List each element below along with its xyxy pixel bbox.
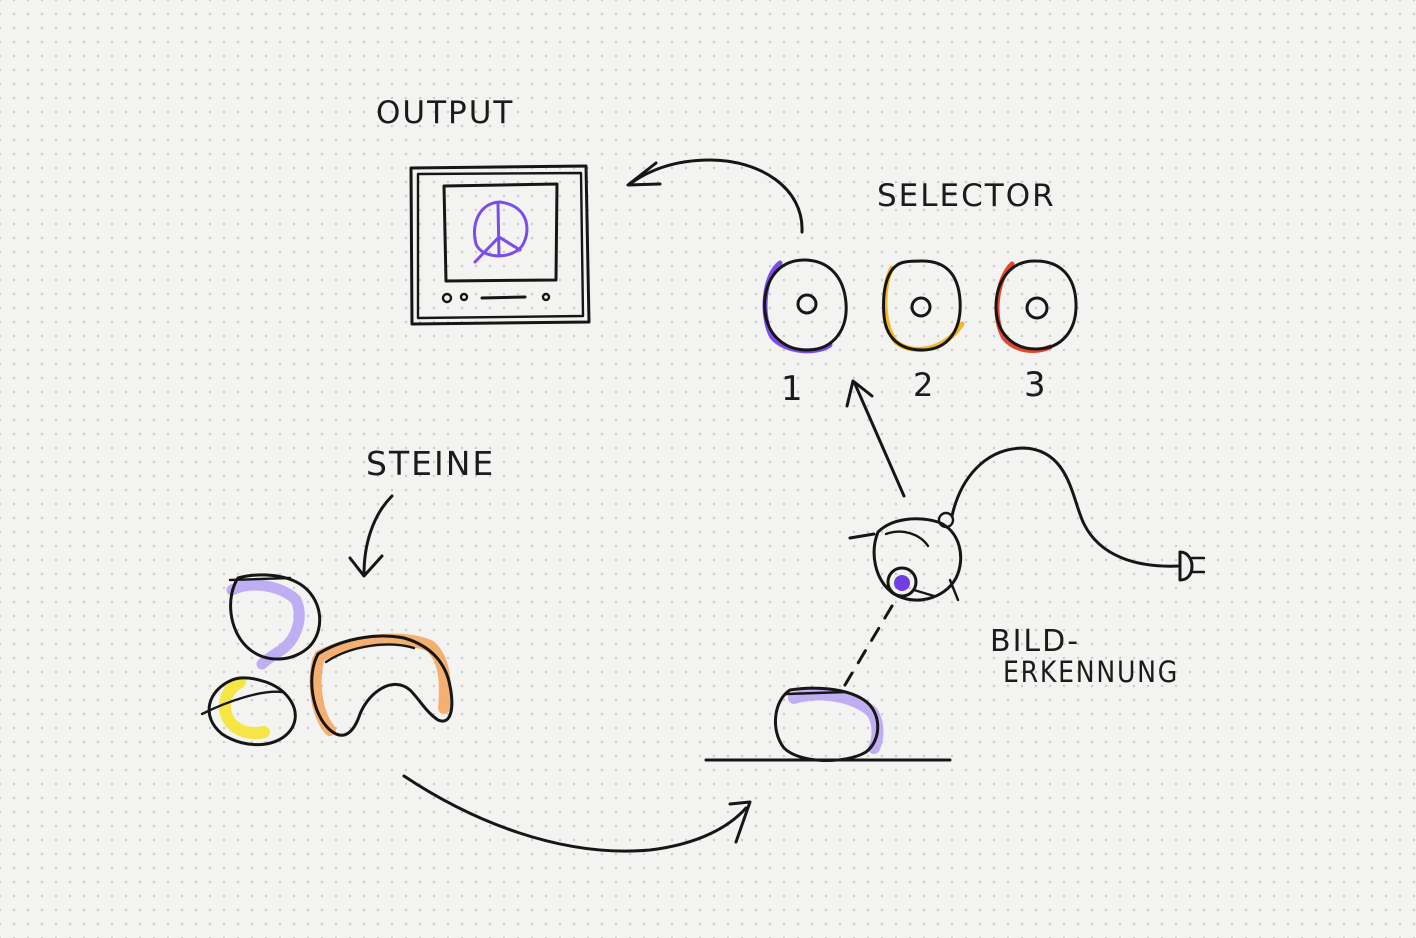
stone-purple bbox=[226, 573, 322, 670]
selector-button-3[interactable] bbox=[994, 259, 1078, 353]
selector-button-2-number: 2 bbox=[913, 366, 935, 404]
camera-cable bbox=[950, 446, 1182, 568]
arrow-stones-to-camera bbox=[402, 774, 752, 853]
power-plug-icon bbox=[1178, 550, 1206, 582]
tv-monitor-icon bbox=[409, 164, 591, 326]
arrow-camera-to-selector bbox=[845, 379, 906, 498]
stone-yellow bbox=[200, 676, 297, 747]
bilderkennung-label-line1: BILD- bbox=[990, 624, 1080, 659]
bilderkennung-label-line2: ERKENNUNG bbox=[1003, 655, 1179, 689]
selector-button-1[interactable] bbox=[762, 258, 848, 354]
stones-group bbox=[200, 573, 454, 747]
stone-orange bbox=[309, 633, 454, 737]
camera-view-line bbox=[840, 604, 894, 692]
selector-button-3-number: 3 bbox=[1024, 365, 1048, 405]
selector-buttons: 1 2 3 bbox=[762, 258, 1078, 409]
selector-label: SELECTOR bbox=[877, 178, 1056, 214]
arrow-label-to-stones bbox=[348, 494, 394, 578]
arrow-selector-to-output bbox=[626, 158, 804, 234]
webcam-icon bbox=[848, 511, 963, 602]
peace-sign-icon bbox=[472, 200, 529, 264]
output-label: OUTPUT bbox=[376, 95, 514, 131]
scanned-stone bbox=[773, 686, 884, 762]
selector-button-2[interactable] bbox=[882, 259, 965, 352]
steine-label: STEINE bbox=[366, 444, 495, 483]
selector-button-1-number: 1 bbox=[781, 369, 805, 409]
